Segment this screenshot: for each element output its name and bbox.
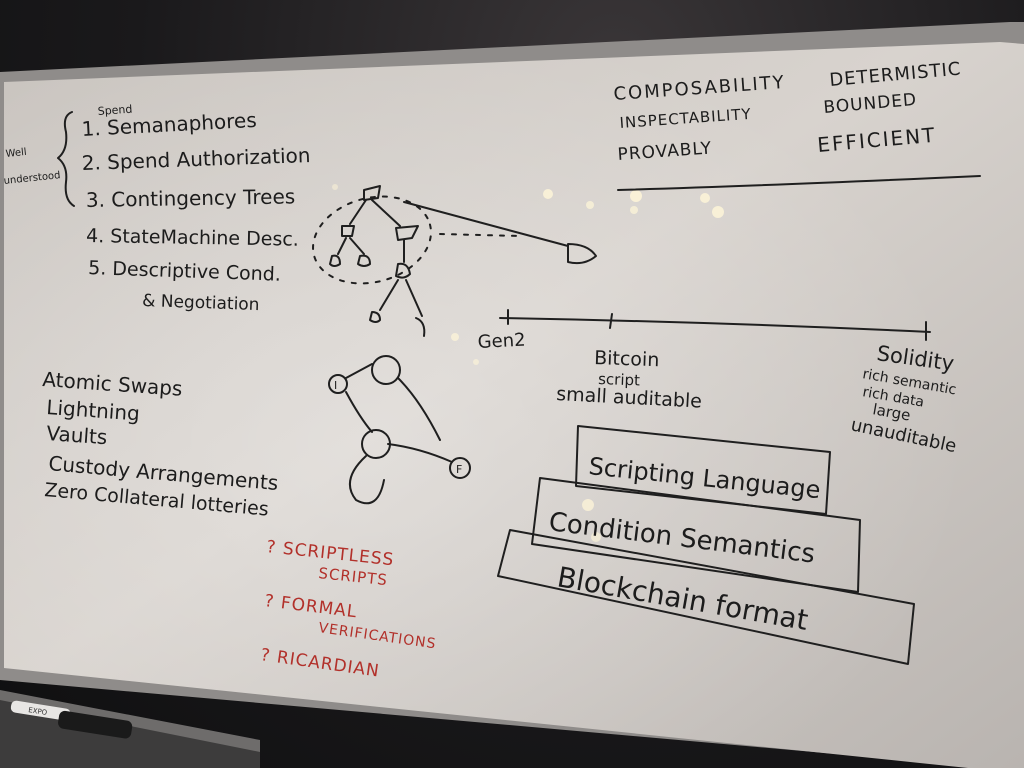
board-sheen (4, 42, 1024, 768)
marker-black[interactable] (57, 710, 133, 739)
timeline-bitcoin: Bitcoin (594, 347, 660, 371)
layer-box-top (575, 425, 831, 515)
layer-box-bottom (497, 529, 915, 665)
timeline-script: script (598, 370, 641, 389)
node-label-f: F (456, 463, 462, 476)
marker-white[interactable] (10, 700, 71, 721)
side-label-well: Well (5, 147, 27, 160)
list-item-3: 3. Contingency Trees (86, 184, 296, 212)
layer-box-middle (531, 477, 861, 593)
light-reflections (332, 184, 724, 542)
contingency-tree-drawing (312, 185, 597, 337)
state-machine-drawing: I F (328, 355, 471, 505)
marker-label: EXPO (28, 706, 48, 717)
timeline-gen2: Gen2 (477, 330, 526, 353)
marker-tray: EXPO (0, 690, 260, 768)
list-item-6: & Negotiation (142, 291, 260, 315)
use-case-vaults: Vaults (46, 421, 108, 449)
properties-underline (617, 175, 981, 191)
list-item-4: 4. StateMachine Desc. (86, 225, 299, 251)
node-label-i: I (334, 379, 337, 392)
list-annotation-spend: Spend (97, 103, 133, 118)
